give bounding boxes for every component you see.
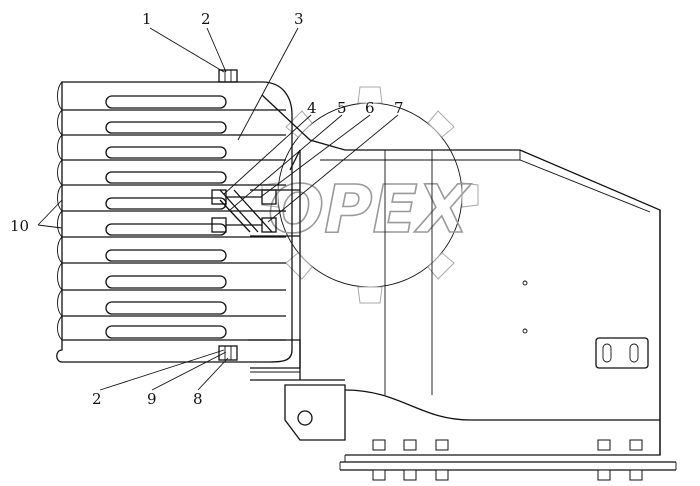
watermark: OPEX <box>261 86 479 304</box>
cab-housing <box>250 94 677 481</box>
bottom-bolt <box>218 345 238 361</box>
callout-6: 6 <box>365 99 375 117</box>
watermark-text: OPEX <box>268 171 472 248</box>
gear-icon <box>261 86 479 304</box>
callout-4: 4 <box>307 99 317 117</box>
leader-lines <box>37 27 399 391</box>
callouts: 1 2 3 4 5 6 7 10 2 9 8 <box>10 10 404 408</box>
callout-3: 3 <box>294 10 304 28</box>
top-bolt <box>218 69 238 83</box>
callout-2-bottom: 2 <box>92 390 102 408</box>
callout-7: 7 <box>394 99 404 117</box>
radiator-grille <box>56 81 293 363</box>
callout-9: 9 <box>147 390 157 408</box>
callout-2-top: 2 <box>201 10 211 28</box>
callout-8: 8 <box>193 390 203 408</box>
callout-1: 1 <box>142 10 152 28</box>
bracket-bolts <box>211 189 277 233</box>
callout-5: 5 <box>337 99 347 117</box>
callout-10: 10 <box>10 217 29 235</box>
